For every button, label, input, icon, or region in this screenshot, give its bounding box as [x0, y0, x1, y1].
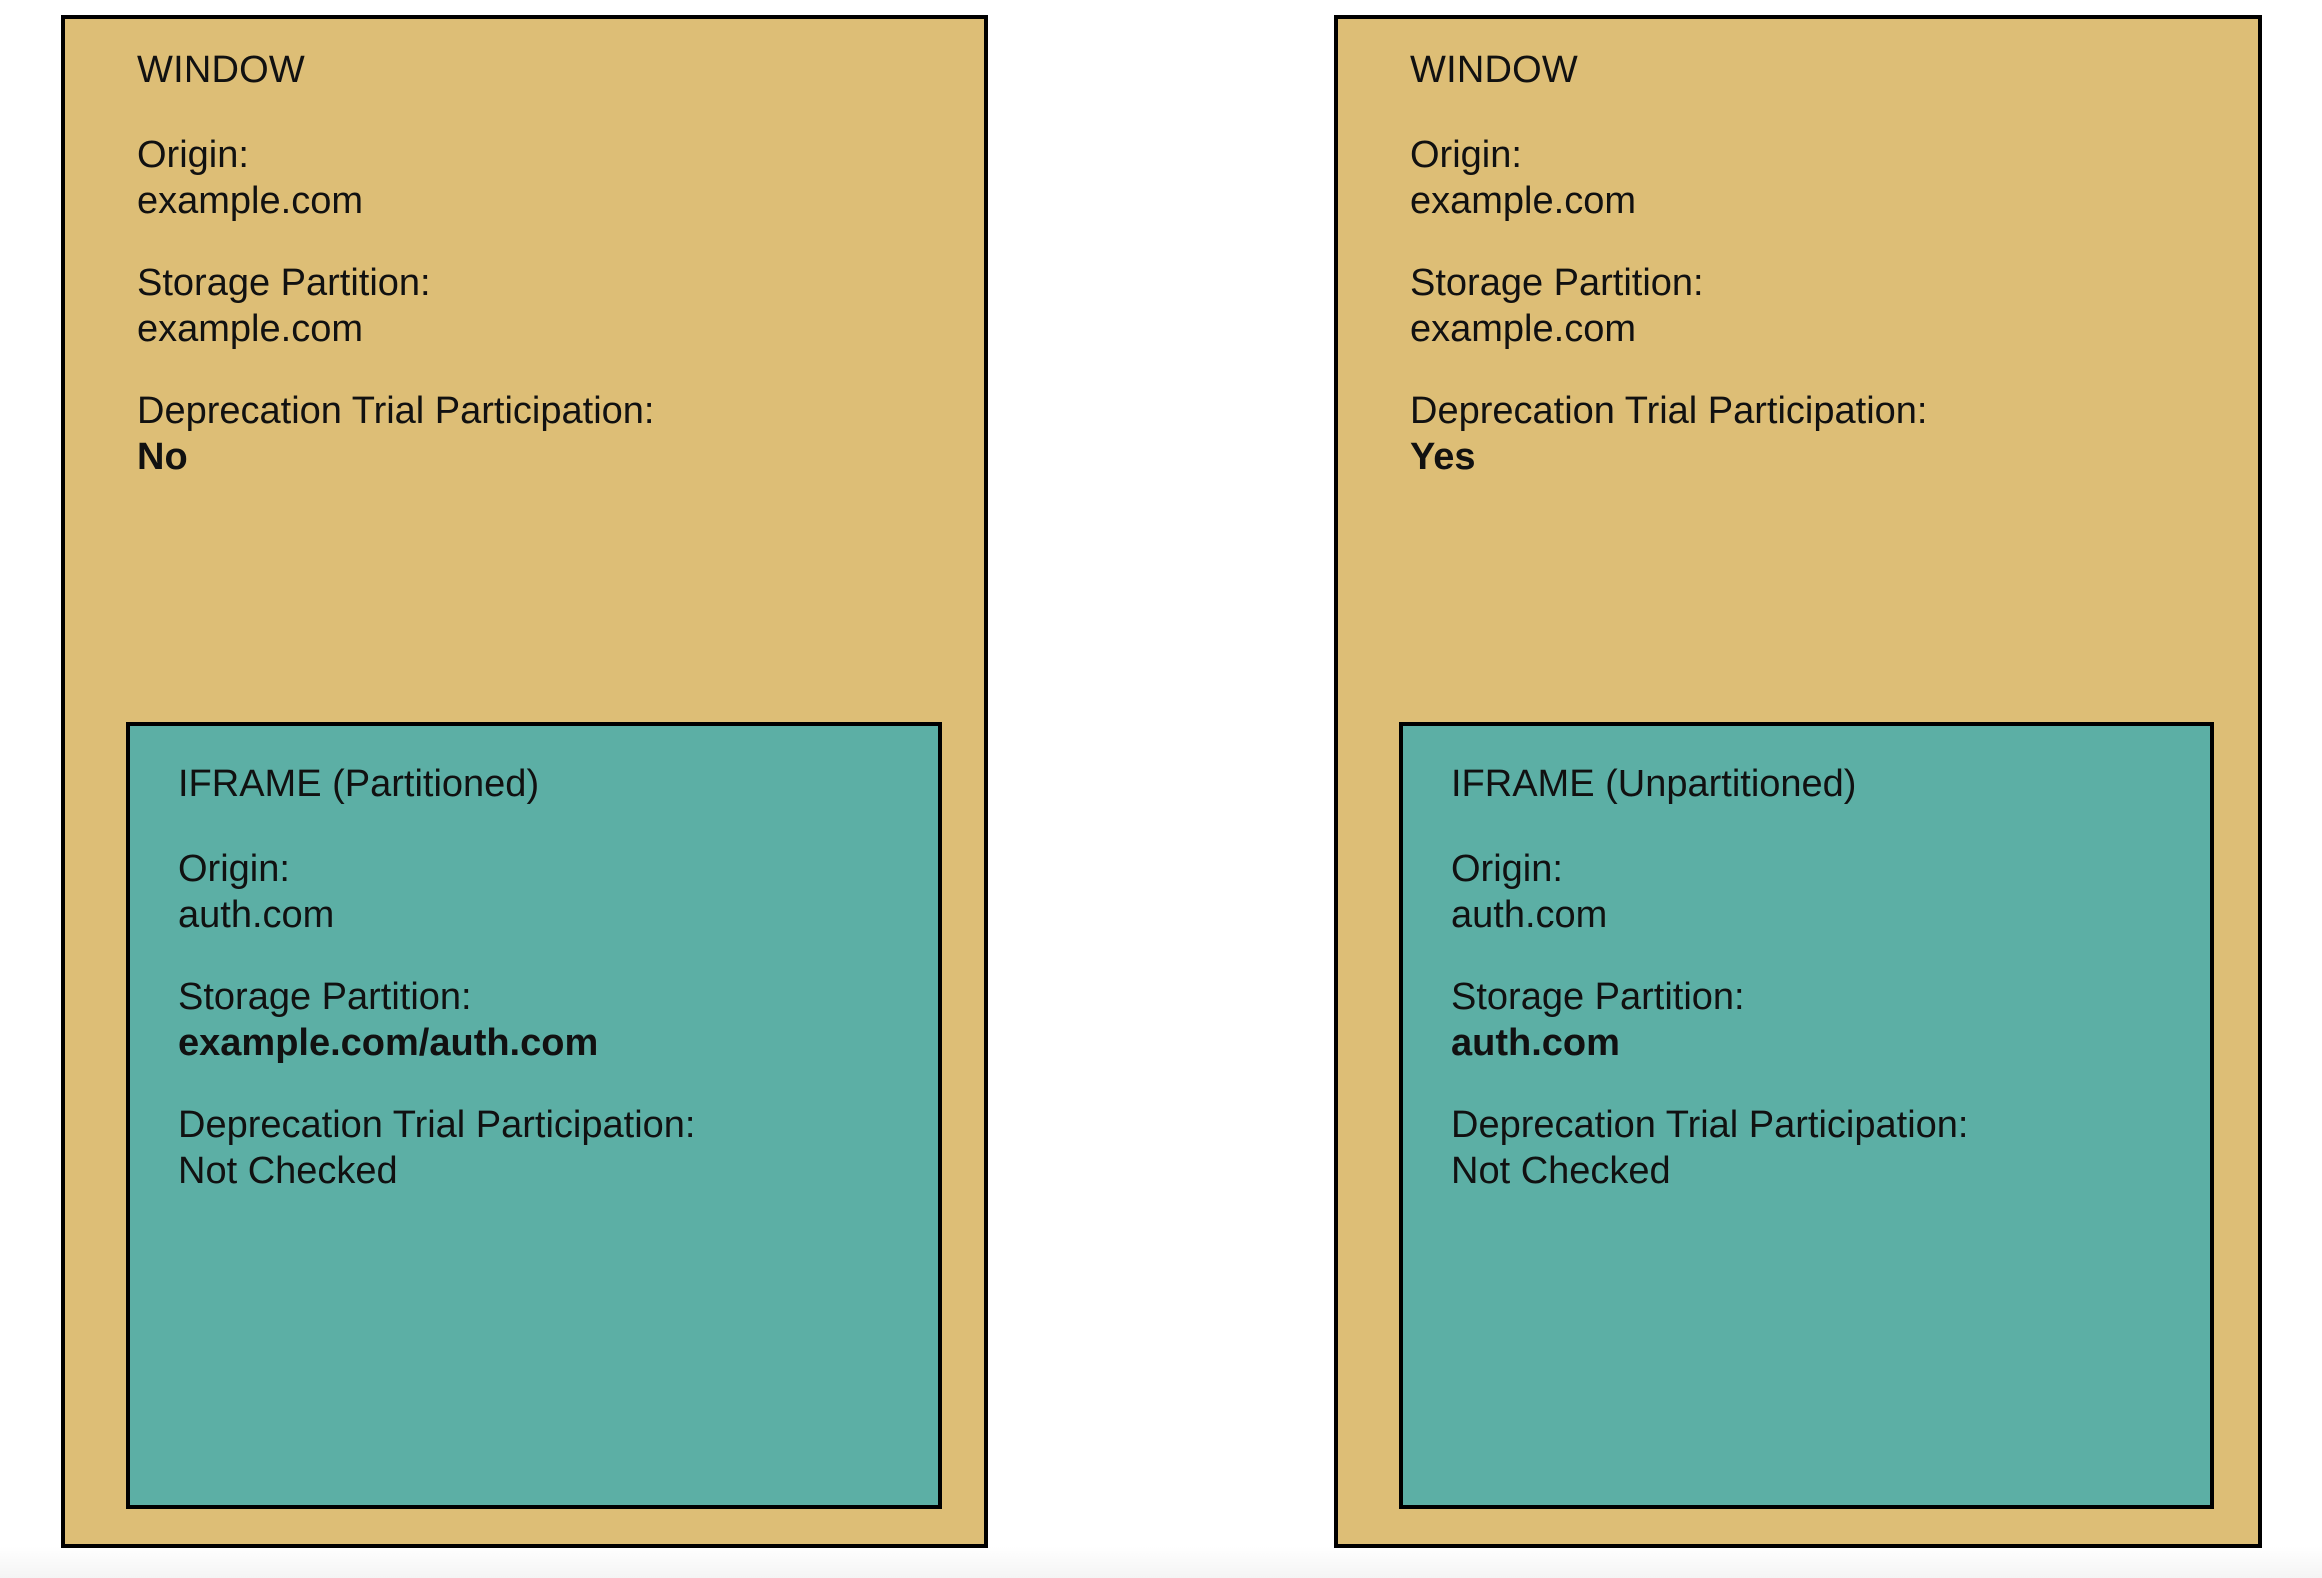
window-origin-value-left: example.com [137, 180, 363, 222]
window-origin-label-right: Origin: [1410, 134, 1522, 176]
iframe-storage-value-left: example.com/auth.com [178, 1022, 599, 1064]
iframe-storage-field-left: Storage Partition: example.com/auth.com [178, 974, 598, 1066]
window-storage-label-right: Storage Partition: [1410, 262, 1704, 304]
window-deprecation-label-left: Deprecation Trial Participation: [137, 390, 655, 432]
iframe-storage-label-right: Storage Partition: [1451, 976, 1745, 1018]
iframe-box-right: IFRAME (Unpartitioned) Origin: auth.com … [1399, 722, 2214, 1509]
iframe-origin-label-right: Origin: [1451, 848, 1563, 890]
window-storage-value-left: example.com [137, 308, 363, 350]
iframe-origin-field-left: Origin: auth.com [178, 846, 334, 938]
iframe-deprecation-value-right: Not Checked [1451, 1150, 1671, 1192]
window-storage-label-left: Storage Partition: [137, 262, 431, 304]
iframe-deprecation-label-right: Deprecation Trial Participation: [1451, 1104, 1969, 1146]
window-origin-field-left: Origin: example.com [137, 132, 363, 224]
window-storage-value-right: example.com [1410, 308, 1636, 350]
window-origin-label-left: Origin: [137, 134, 249, 176]
window-origin-field-right: Origin: example.com [1410, 132, 1636, 224]
iframe-deprecation-field-right: Deprecation Trial Participation: Not Che… [1451, 1102, 1968, 1194]
window-box-right: WINDOW Origin: example.com Storage Parti… [1334, 15, 2262, 1548]
iframe-storage-field-right: Storage Partition: auth.com [1451, 974, 1745, 1066]
window-deprecation-field-right: Deprecation Trial Participation: Yes [1410, 388, 1927, 480]
window-storage-field-right: Storage Partition: example.com [1410, 260, 1704, 352]
page-bottom-shadow [0, 1546, 2322, 1578]
iframe-title-left: IFRAME (Partitioned) [178, 763, 540, 805]
iframe-origin-field-right: Origin: auth.com [1451, 846, 1607, 938]
window-title-left: WINDOW [137, 49, 305, 91]
window-deprecation-value-right: Yes [1410, 436, 1476, 478]
window-storage-field-left: Storage Partition: example.com [137, 260, 431, 352]
iframe-deprecation-value-left: Not Checked [178, 1150, 398, 1192]
iframe-deprecation-field-left: Deprecation Trial Participation: Not Che… [178, 1102, 695, 1194]
window-title-right: WINDOW [1410, 49, 1578, 91]
iframe-storage-label-left: Storage Partition: [178, 976, 472, 1018]
window-origin-value-right: example.com [1410, 180, 1636, 222]
iframe-box-left: IFRAME (Partitioned) Origin: auth.com St… [126, 722, 942, 1509]
window-deprecation-label-right: Deprecation Trial Participation: [1410, 390, 1928, 432]
iframe-deprecation-label-left: Deprecation Trial Participation: [178, 1104, 696, 1146]
window-box-left: WINDOW Origin: example.com Storage Parti… [61, 15, 988, 1548]
iframe-origin-value-left: auth.com [178, 894, 335, 936]
iframe-title-right: IFRAME (Unpartitioned) [1451, 763, 1857, 805]
iframe-origin-label-left: Origin: [178, 848, 290, 890]
window-deprecation-value-left: No [137, 436, 188, 478]
window-deprecation-field-left: Deprecation Trial Participation: No [137, 388, 654, 480]
iframe-origin-value-right: auth.com [1451, 894, 1608, 936]
iframe-storage-value-right: auth.com [1451, 1022, 1620, 1064]
